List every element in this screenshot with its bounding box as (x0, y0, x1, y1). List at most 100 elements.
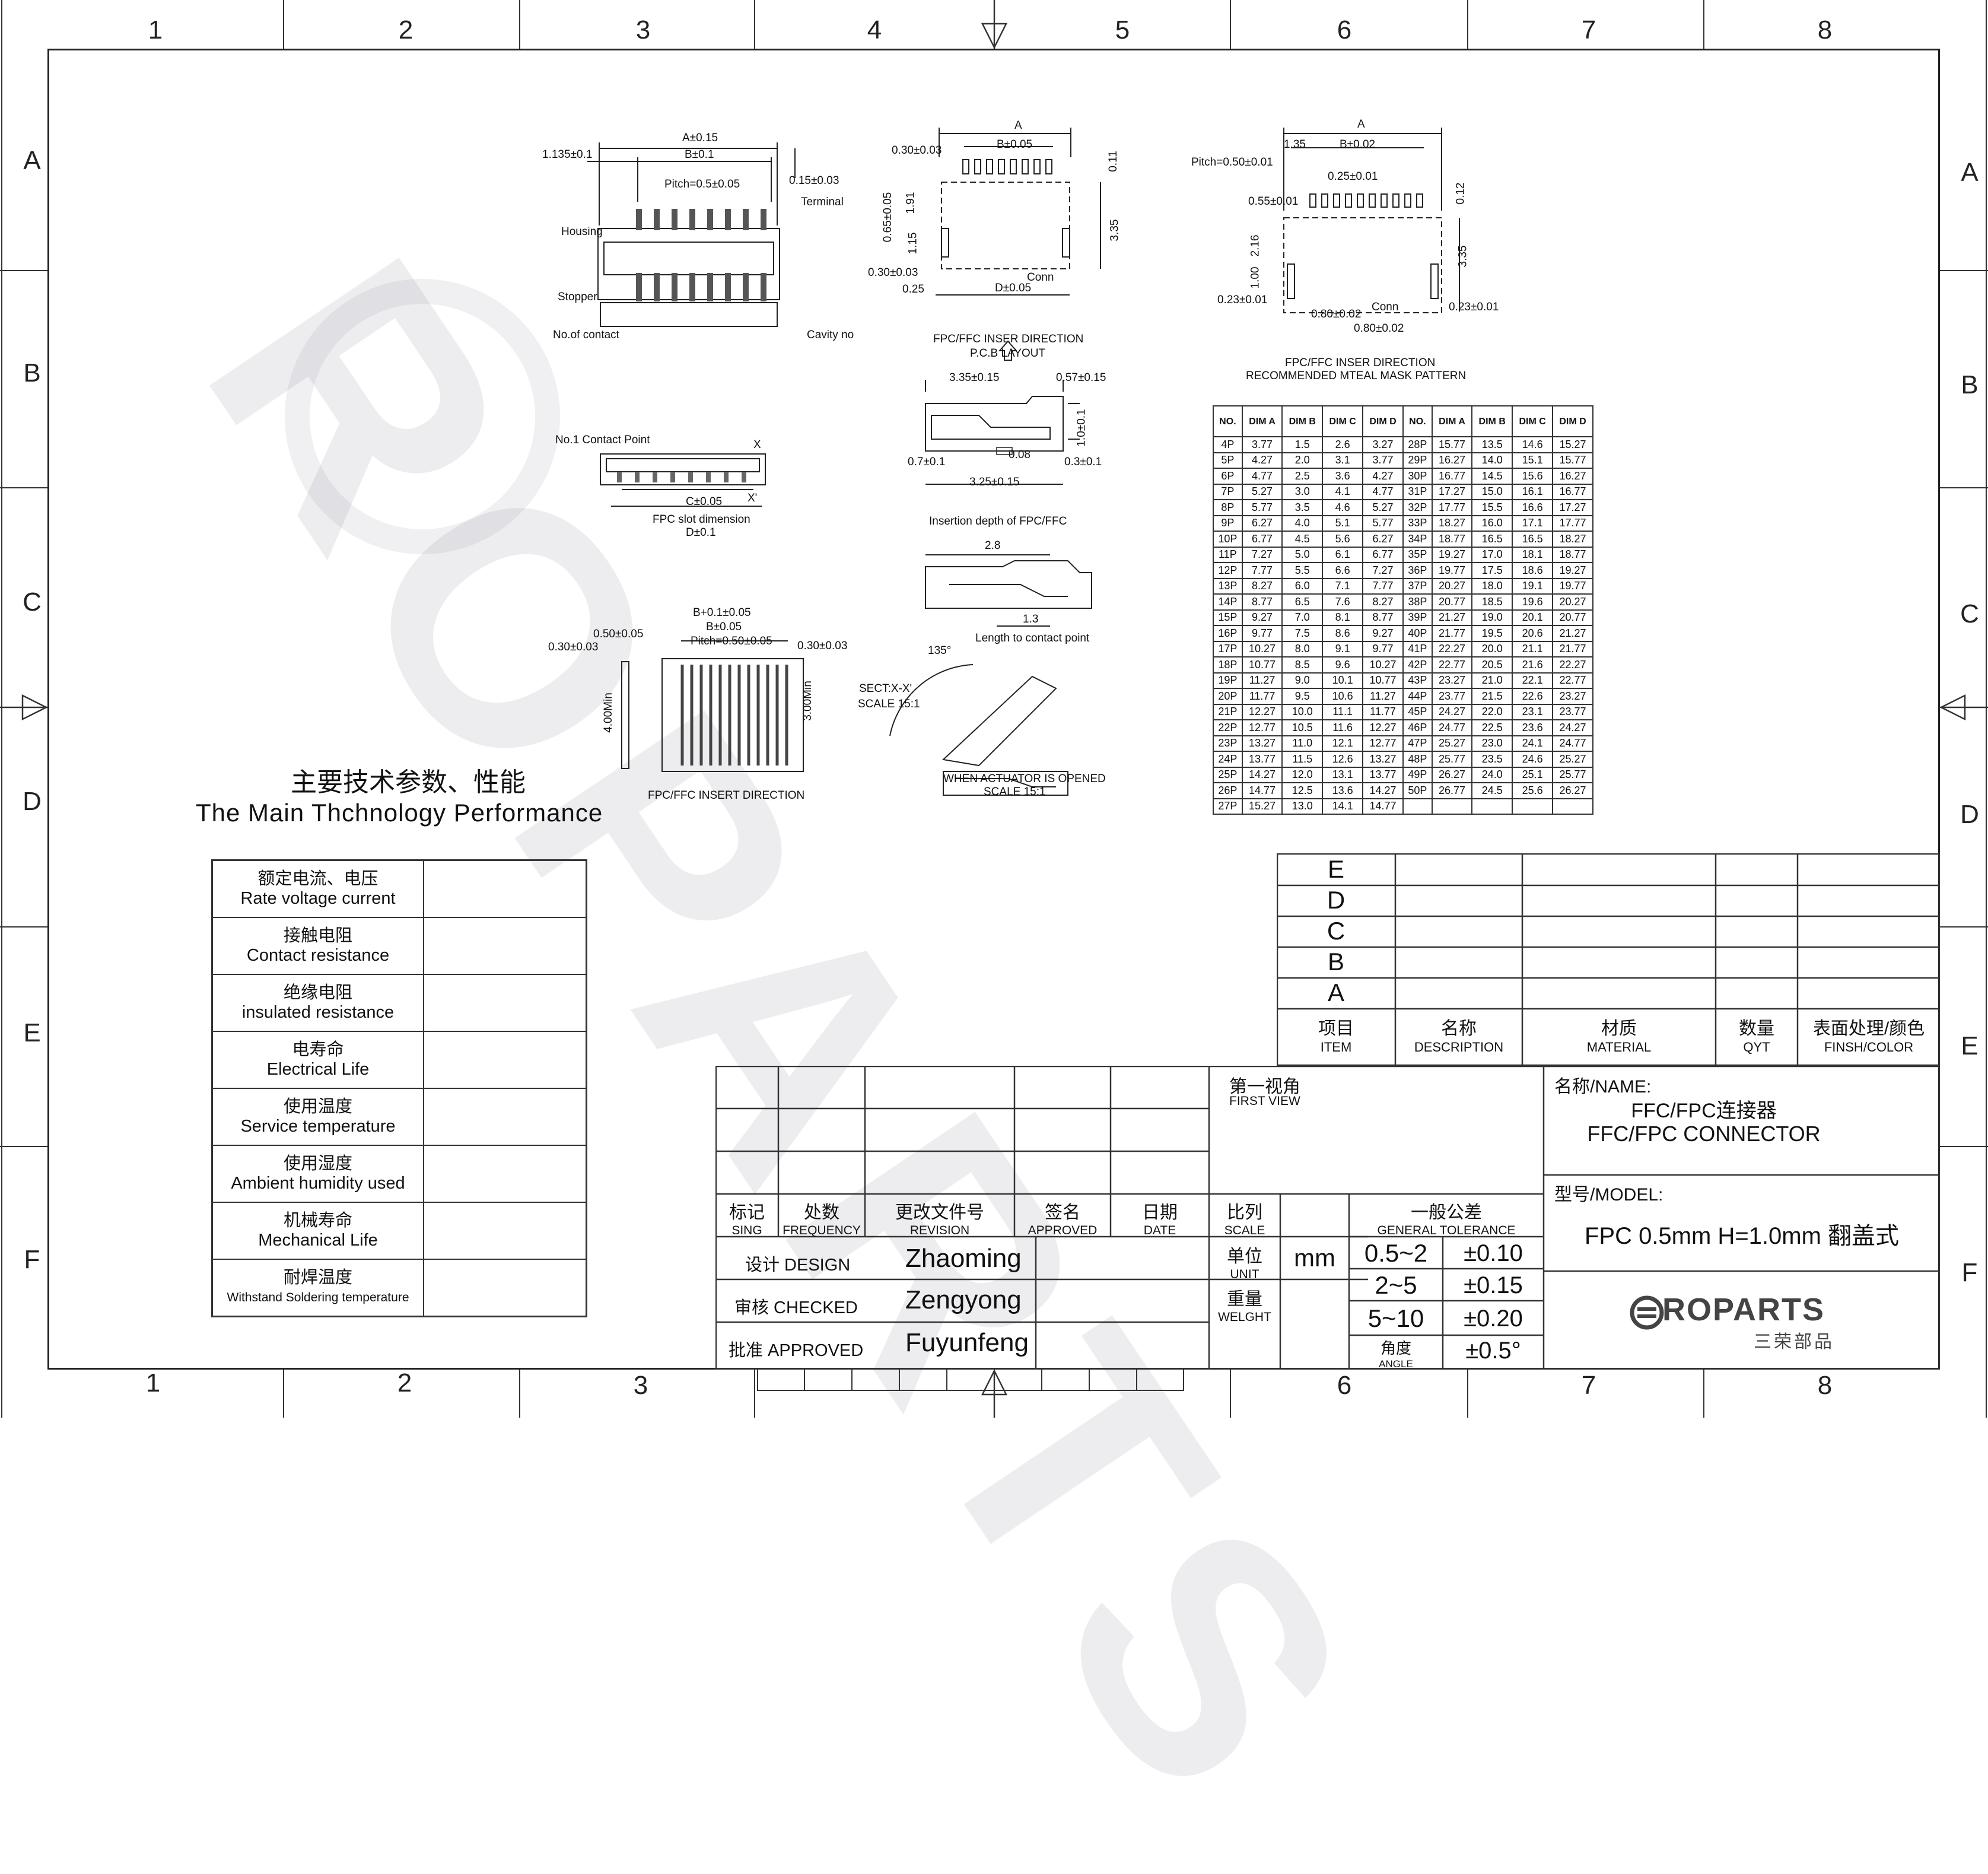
dimension-table-cell: 10.0 (1281, 703, 1324, 720)
weight-label: 重量 WELGHT (1209, 1284, 1280, 1324)
zone-row-label: B (1961, 370, 1979, 399)
bottom-ruler (757, 1368, 1184, 1391)
side-dim-r: 0.3±0.1 (1064, 456, 1102, 468)
dimension-table-cell: 18.27 (1431, 514, 1473, 532)
dimension-table-cell: 19.6 (1512, 593, 1554, 611)
performance-label-cn: 绝缘电阻 (283, 983, 352, 1002)
tolerance-value-3: ±0.20 (1464, 1306, 1523, 1332)
pcb-dim-d: D±0.05 (995, 282, 1032, 294)
dimension-table-cell: 26.27 (1431, 766, 1473, 783)
dimension-table-cell: 38P (1402, 593, 1433, 611)
dimension-table-cell: 5P (1213, 452, 1243, 469)
dimension-table-cell: 4.77 (1241, 468, 1283, 485)
dimension-table-cell: 6P (1213, 468, 1243, 485)
zone-row-label: B (23, 358, 41, 387)
dimension-table-cell: 24.0 (1471, 766, 1513, 783)
pcb-dim-height: 3.35 (1108, 219, 1121, 242)
angle-value: ±0.5° (1465, 1338, 1521, 1364)
dimension-table-cell: 8P (1213, 499, 1243, 516)
dimension-table-cell: 21.77 (1552, 640, 1593, 658)
pcb-dim-left: 0.30±0.03 (892, 144, 942, 157)
pcb-caption-1: FPC/FFC INSER DIRECTION (933, 333, 1084, 345)
performance-label-en: Mechanical Life (258, 1231, 378, 1250)
dimension-table-cell: 25P (1213, 766, 1243, 783)
pcb-dim-b: B±0.05 (997, 138, 1033, 151)
performance-value (423, 859, 587, 918)
checked-name: Zengyong (905, 1285, 1022, 1314)
dimension-table-cell: 44P (1402, 688, 1433, 705)
dimension-table-cell: 9.27 (1241, 609, 1283, 626)
pcb-dim-l2: 0.30±0.03 (868, 266, 918, 279)
zone-row-label: F (1961, 1258, 1978, 1287)
dimension-table-cell: 22P (1213, 719, 1243, 736)
change-header-approved: 签名 APPROVED (1014, 1198, 1111, 1238)
dimension-table-cell: 3.1 (1322, 452, 1364, 469)
dimension-table-cell: 48P (1402, 751, 1433, 768)
pcb-dim-a: A (1014, 119, 1022, 132)
dimension-table-cell: 5.6 (1322, 531, 1364, 548)
drawing-slot-view: No.1 Contact Point X X' C±0.05 FPC slot … (552, 430, 813, 549)
change-header-frequency-en: FREQUENCY (783, 1224, 861, 1237)
dimension-table-header-cell: DIM A (1241, 405, 1283, 437)
dimension-table-cell: 10.1 (1322, 672, 1364, 689)
contact-length-lines (925, 554, 1092, 627)
dimension-table-cell: 19.77 (1552, 577, 1593, 595)
zone-col-label: 7 (1581, 15, 1596, 45)
dim-c: C±0.05 (686, 496, 723, 508)
dimension-table-cell: 7.77 (1362, 577, 1404, 595)
dimension-table-cell: 46P (1402, 719, 1433, 736)
angle-label: 角度 ANGLE (1349, 1336, 1443, 1370)
caption-insert-direction: FPC/FFC INSERT DIRECTION (648, 789, 805, 802)
dim-a: A±0.15 (682, 132, 718, 144)
actuator-caption-1: WHEN ACTUATOR IS OPENED (943, 773, 1106, 785)
dimension-table-cell: 23.5 (1471, 751, 1513, 768)
dimension-table-cell: 35P (1402, 546, 1433, 563)
dimension-table-cell: 25.77 (1552, 766, 1593, 783)
zone-col-label: 3 (635, 15, 651, 45)
dimension-table-cell: 5.5 (1281, 562, 1324, 579)
dimension-table-cell: 17P (1213, 640, 1243, 658)
dimension-table-cell: 7.27 (1241, 546, 1283, 563)
dimension-table-cell: 11.77 (1362, 703, 1404, 720)
dimension-table-cell: 19.5 (1471, 625, 1513, 642)
tolerance-header: 一般公差 GENERAL TOLERANCE (1349, 1198, 1544, 1238)
parts-header-material-cn: 材质 (1601, 1019, 1637, 1038)
dimension-table-cell: 9.5 (1281, 688, 1324, 705)
dimension-table-header-cell: DIM C (1322, 405, 1364, 437)
parts-list-block: E D C B A 项目 ITEM 名称 DESCRIPTION 材质 MATE… (1277, 853, 1940, 1066)
dimension-table-cell: 3.77 (1362, 452, 1404, 469)
tolerance-range-1: 0.5~2 (1364, 1239, 1428, 1267)
dimension-table-cell: 24P (1213, 751, 1243, 768)
dimension-table-header-cell: DIM C (1512, 405, 1554, 437)
dimension-table-cell: 19.0 (1471, 609, 1513, 626)
dimension-table-cell: 5.77 (1362, 514, 1404, 532)
dimension-table-cell: 6.6 (1322, 562, 1364, 579)
dimension-table-cell: 21.27 (1431, 609, 1473, 626)
approved-label: 批准 APPROVED (729, 1341, 864, 1360)
side-dim-w2: 0.57±0.15 (1056, 371, 1106, 384)
dimension-table-cell: 14.1 (1322, 798, 1364, 815)
dimension-table-cell: 25.27 (1552, 751, 1593, 768)
dimension-table-cell: 17.0 (1471, 546, 1513, 563)
dimension-table-cell: 19.27 (1431, 546, 1473, 563)
name-cn: FFC/FPC连接器 (1631, 1100, 1777, 1122)
dimension-table-cell: 10.77 (1362, 672, 1404, 689)
dimension-table-cell: 8.77 (1241, 593, 1283, 611)
design-name: Zhaoming (905, 1244, 1022, 1273)
change-header-date: 日期 DATE (1111, 1198, 1209, 1238)
mask-caption-1: FPC/FFC INSER DIRECTION (1285, 357, 1436, 369)
dimension-table-cell: 16.0 (1471, 514, 1513, 532)
dimension-table-cell: 17.1 (1512, 514, 1554, 532)
dimension-table-cell: 13P (1213, 577, 1243, 595)
dimension-table-header-cell: DIM D (1552, 405, 1593, 437)
parts-header-qty-cn: 数量 (1739, 1019, 1774, 1038)
drawing-contact-length: 2.8 1.3 Length to contact point (914, 537, 1139, 656)
